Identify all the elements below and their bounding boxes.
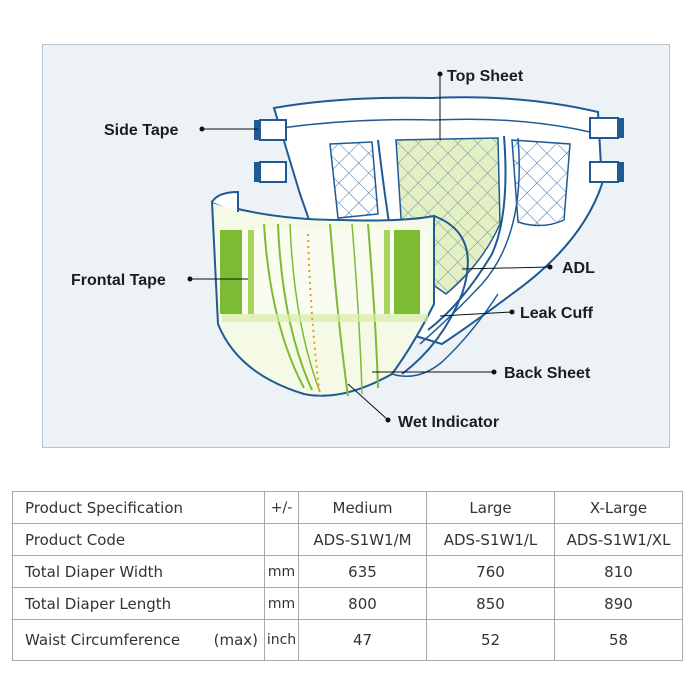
table-header-row: Product Specification +/- Medium Large X… [12,491,683,524]
wet-indicator-line [307,233,321,397]
row-value: 47 [298,619,427,661]
row-value: ADS-S1W1/L [426,523,555,556]
row-value: 760 [426,555,555,588]
row-value: 810 [554,555,683,588]
table-row: Waist Circumference (max) inch 47 52 58 [12,619,683,661]
row-label: Product Code [12,523,265,556]
diaper-diagram: Top Sheet Side Tape ADL Frontal Tape Lea… [71,68,624,431]
header-size-large: Large [426,491,555,524]
callout-leaders [187,71,553,423]
label-side-tape: Side Tape [104,122,178,139]
spec-table: Product Specification +/- Medium Large X… [12,491,683,661]
table-row: Total Diaper Width mm 635 760 810 [12,555,683,588]
table-row: Total Diaper Length mm 800 850 890 [12,587,683,620]
header-spec: Product Specification [12,491,265,524]
row-note: (max) [213,631,258,649]
header-tolerance: +/- [264,491,299,524]
row-unit: inch [264,619,299,661]
label-adl: ADL [562,260,595,277]
row-label: Total Diaper Width [12,555,265,588]
label-back-sheet: Back Sheet [504,365,591,382]
row-unit: mm [264,587,299,620]
row-value: ADS-S1W1/M [298,523,427,556]
row-value: 635 [298,555,427,588]
row-unit: mm [264,555,299,588]
top-sheet-area [329,139,571,227]
row-value: 52 [426,619,555,661]
row-label: Waist Circumference [25,631,181,649]
row-value: ADS-S1W1/XL [554,523,683,556]
header-size-medium: Medium [298,491,427,524]
row-unit [264,523,299,556]
header-size-xlarge: X-Large [554,491,683,524]
side-tape-right [589,117,624,183]
label-wet-indicator: Wet Indicator [398,414,499,431]
row-value: 850 [426,587,555,620]
row-value: 800 [298,587,427,620]
row-value: 58 [554,619,683,661]
row-label: Total Diaper Length [12,587,265,620]
diaper-front-panel [210,190,435,397]
label-top-sheet: Top Sheet [447,68,524,85]
side-tape-left [254,119,287,183]
label-frontal-tape: Frontal Tape [71,272,166,289]
label-leak-cuff: Leak Cuff [520,305,594,322]
row-label-cell: Waist Circumference (max) [12,619,265,661]
back-sheet [391,215,499,377]
table-row: Product Code ADS-S1W1/M ADS-S1W1/L ADS-S… [12,523,683,556]
row-value: 890 [554,587,683,620]
